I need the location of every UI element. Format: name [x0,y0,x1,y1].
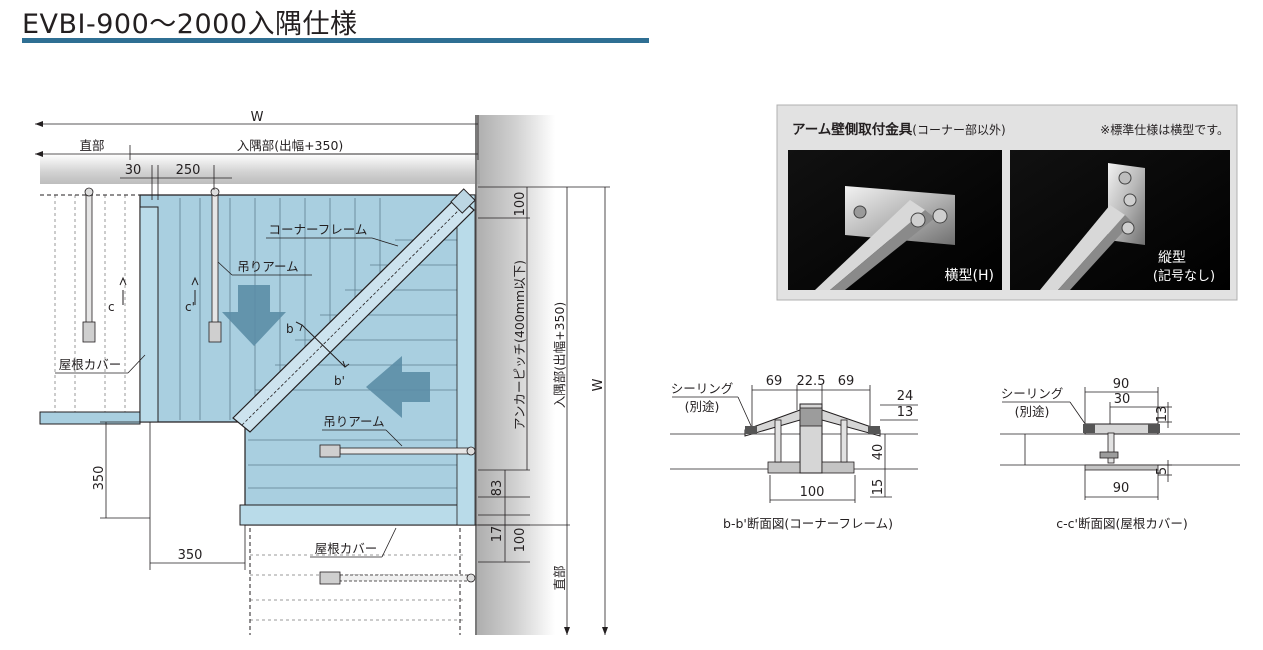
dim-100-bottom: 100 [513,528,528,553]
cc-dim-30: 30 [1114,392,1131,407]
dim-w-top: W [251,110,264,125]
dim-350-horizontal: 350 [178,548,203,563]
bb-dim-40: 40 [871,444,886,461]
straight-section-lines-left [54,195,126,415]
dim-350-vertical: 350 [92,466,107,491]
straight-section-lines-bottom [250,554,465,621]
plan-view: c c' b b' W 直部 入隅部(出幅+350) 30 250 [35,110,610,635]
dim-83: 83 [490,480,505,497]
label-hanging-arm-1: 吊りアーム [237,259,298,274]
cc-label-sealing: シーリング [1001,386,1064,401]
bb-dim-100: 100 [800,485,825,500]
label-roof-cover-left: 屋根カバー [59,357,122,372]
cc-dim-90-bottom: 90 [1113,481,1130,496]
bb-label-separate: (別途) [685,399,720,414]
corner-frame [232,188,476,433]
label-inner-corner-top: 入隅部(出幅+350) [237,138,344,153]
dim-17: 17 [490,526,505,543]
label-straight-right: 直部 [552,565,567,590]
label-anchor-pitch: アンカーピッチ(400mm以下) [512,260,527,430]
roof-vertical-lines [179,198,381,420]
photo-horizontal-type: 横型(H) [788,150,1002,290]
leader-lines [55,237,403,558]
title-underline [22,38,649,43]
top-wall [40,154,480,184]
bracket-panel: アーム壁側取付金具(コーナー部以外) ※標準仕様は横型です。 横型(H) 縦型 … [776,104,1238,301]
photo-right-caption-1: 縦型 [1158,250,1186,266]
label-inner-corner-right: 入隅部(出幅+350) [552,302,567,409]
label-straight-top: 直部 [79,138,104,153]
dim-250: 250 [176,163,201,178]
right-dimension-lines [475,186,610,635]
bb-dim-13: 13 [897,405,914,420]
section-marker-b-prime: b' [334,374,345,388]
bb-dim-24: 24 [897,389,914,404]
top-dimension-lines [35,115,479,200]
cc-dim-90-top: 90 [1113,377,1130,392]
corner-dimension-lines [100,421,246,570]
label-corner-frame: コーナーフレーム [269,222,368,237]
section-bb: シーリング (別途) 69 22.5 69 24 13 40 15 100 b-… [670,374,918,531]
slope-arrow-left [366,356,430,418]
section-marker-lines [119,276,350,368]
bb-dim-69-left: 69 [766,374,783,389]
hanging-arm-center [208,187,222,343]
dim-30: 30 [125,163,142,178]
cc-label-separate: (別途) [1015,404,1050,419]
photo-right-caption-2: (記号なし) [1153,268,1215,284]
label-roof-cover-bottom: 屋根カバー [315,541,378,556]
section-marker-b: b [286,322,294,336]
label-hanging-arm-2: 吊りアーム [323,414,384,429]
section-marker-c-prime: c' [185,300,195,314]
photo-vertical-type: 縦型 (記号なし) [1010,150,1230,290]
section-cc: シーリング (別途) 90 30 13 5 90 c-c'断面図(屋根カバー) [1000,377,1240,531]
page-title: EVBI-900〜2000入隅仕様 [22,9,358,40]
bracket-panel-note: ※標準仕様は横型です。 [1100,122,1229,137]
right-wall [475,115,555,635]
dim-w-right: W [591,378,606,391]
photo-left-caption: 横型(H) [945,268,994,284]
bb-caption: b-b'断面図(コーナーフレーム) [723,516,893,531]
bb-label-sealing: シーリング [671,381,734,396]
section-marker-c: c [108,300,115,314]
bracket-panel-title: アーム壁側取付金具(コーナー部以外) [792,121,1006,138]
cc-dim-13: 13 [1155,406,1170,423]
cc-caption: c-c'断面図(屋根カバー) [1056,516,1187,531]
dim-100-top: 100 [513,192,528,217]
hanging-arm-bottom [319,571,476,585]
bb-dim-22-5: 22.5 [797,374,826,389]
bb-dim-69-right: 69 [838,374,855,389]
slope-arrow-down [222,285,286,346]
cc-dim-5: 5 [1155,467,1170,475]
hanging-arm-left [82,187,96,343]
hanging-arm-horizontal [319,444,476,458]
bb-dim-15: 15 [871,479,886,496]
